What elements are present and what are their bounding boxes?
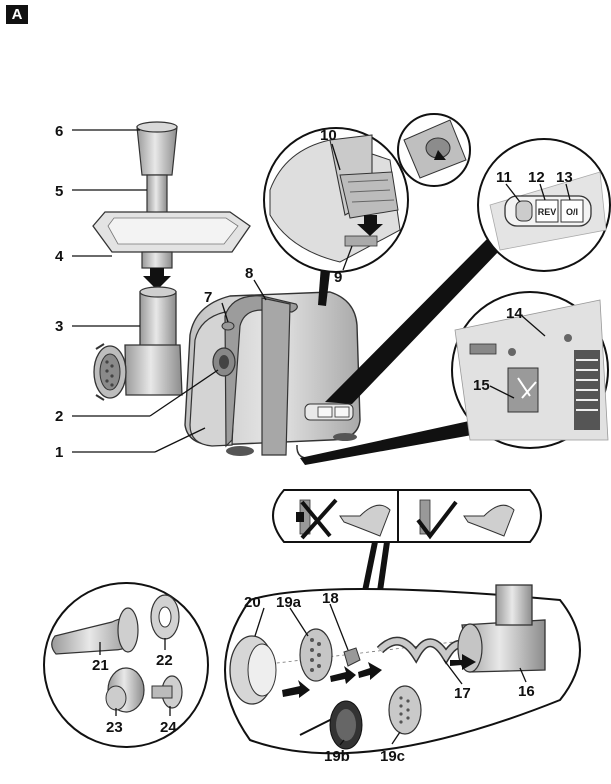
callout-10: 10 [320, 127, 337, 144]
accessory-circle [43, 582, 209, 748]
callout-12: 12 [528, 169, 545, 186]
callout-16: 16 [518, 683, 535, 700]
callout-11: 11 [496, 169, 512, 186]
callout-18: 18 [322, 590, 339, 607]
callout-labels: 6 5 4 3 2 1 7 8 10 9 11 12 13 14 15 20 1… [55, 123, 573, 765]
callout-21: 21 [92, 657, 109, 674]
exploded-view [224, 584, 581, 755]
callout-20: 20 [244, 594, 261, 611]
zoom-storage [263, 127, 409, 273]
callout-2: 2 [55, 408, 63, 425]
callout-24: 24 [160, 719, 177, 736]
callout-8: 8 [245, 265, 253, 282]
callout-15: 15 [473, 377, 490, 394]
onoff-button-label: O/I [566, 207, 578, 217]
feed-tray [92, 211, 251, 290]
callout-9: 9 [334, 269, 342, 286]
callout-1: 1 [55, 444, 63, 461]
zoom-wedge-switch [325, 238, 500, 404]
rev-button-label: REV [538, 207, 557, 217]
callout-4: 4 [55, 248, 64, 265]
zoom-back [451, 291, 609, 449]
callout-19c: 19c [380, 748, 405, 765]
figure-badge: A [6, 5, 28, 24]
callout-13: 13 [556, 169, 573, 186]
motor-body [184, 291, 361, 459]
callout-6: 6 [55, 123, 63, 140]
zoom-wedge-back [300, 416, 500, 465]
callout-17: 17 [454, 685, 471, 702]
callout-7: 7 [204, 289, 212, 306]
callout-23: 23 [106, 719, 123, 736]
callout-19a: 19a [276, 594, 302, 611]
zoom-switches: REV O/I [477, 138, 611, 272]
callout-3: 3 [55, 318, 63, 335]
callout-22: 22 [156, 652, 173, 669]
leader-lines [72, 129, 571, 746]
zoom-storage-inset [397, 113, 471, 187]
callout-5: 5 [55, 183, 63, 200]
callout-19b: 19b [324, 748, 350, 765]
grinder-head [93, 286, 183, 401]
callout-14: 14 [506, 305, 523, 322]
